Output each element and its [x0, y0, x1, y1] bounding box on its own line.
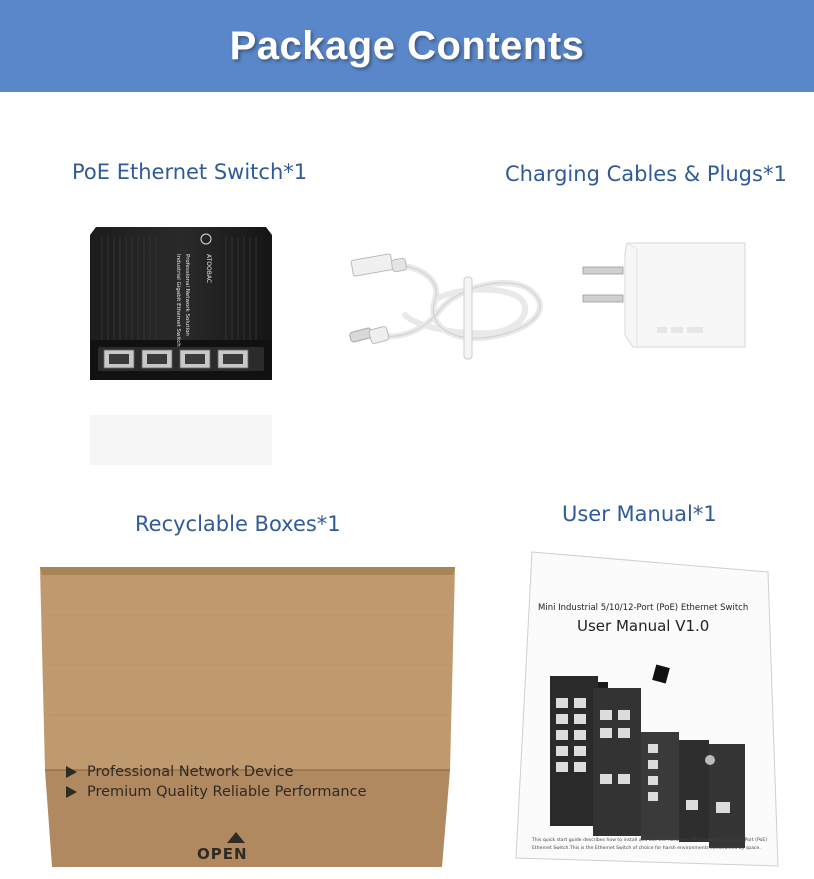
switch-brand: ATOOBAC [205, 254, 212, 284]
boxes-label: Recyclable Boxes*1 [135, 512, 341, 536]
manual-footer-line1: This quick start guide describes how to … [532, 838, 768, 843]
cables-label: Charging Cables & Plugs*1 [505, 162, 787, 186]
switch-label: PoE Ethernet Switch*1 [72, 160, 308, 184]
header-banner: Package Contents [0, 0, 814, 92]
page-title: Package Contents [229, 23, 585, 68]
box-text-line2: Premium Quality Reliable Performance [66, 784, 367, 800]
manual-subtitle: Mini Industrial 5/10/12-Port (PoE) Ether… [538, 603, 749, 613]
switch-desc-line1: Professional Network Solution [184, 254, 190, 336]
switch-desc-line2: Industrial Gigabit Ethernet Switch [175, 254, 181, 347]
box-open-label: OPEN [197, 845, 248, 863]
usb-cable-image [349, 253, 543, 360]
manual-label: User Manual*1 [562, 502, 717, 526]
box-line2-text: Premium Quality Reliable Performance [87, 784, 367, 800]
user-manual-image [515, 551, 779, 867]
triangle-up-icon [227, 832, 245, 843]
triangle-right-icon [66, 786, 77, 798]
box-text-line1: Professional Network Device [66, 764, 294, 780]
box-line1-text: Professional Network Device [87, 764, 294, 780]
recyclable-box-image [40, 567, 455, 867]
triangle-right-icon [66, 766, 77, 778]
manual-footer-line2: Ethernet Switch.This is the Ethernet Swi… [532, 846, 761, 851]
manual-title: User Manual V1.0 [577, 617, 710, 635]
poe-switch-image [90, 227, 272, 465]
charging-plug-image [582, 242, 746, 348]
